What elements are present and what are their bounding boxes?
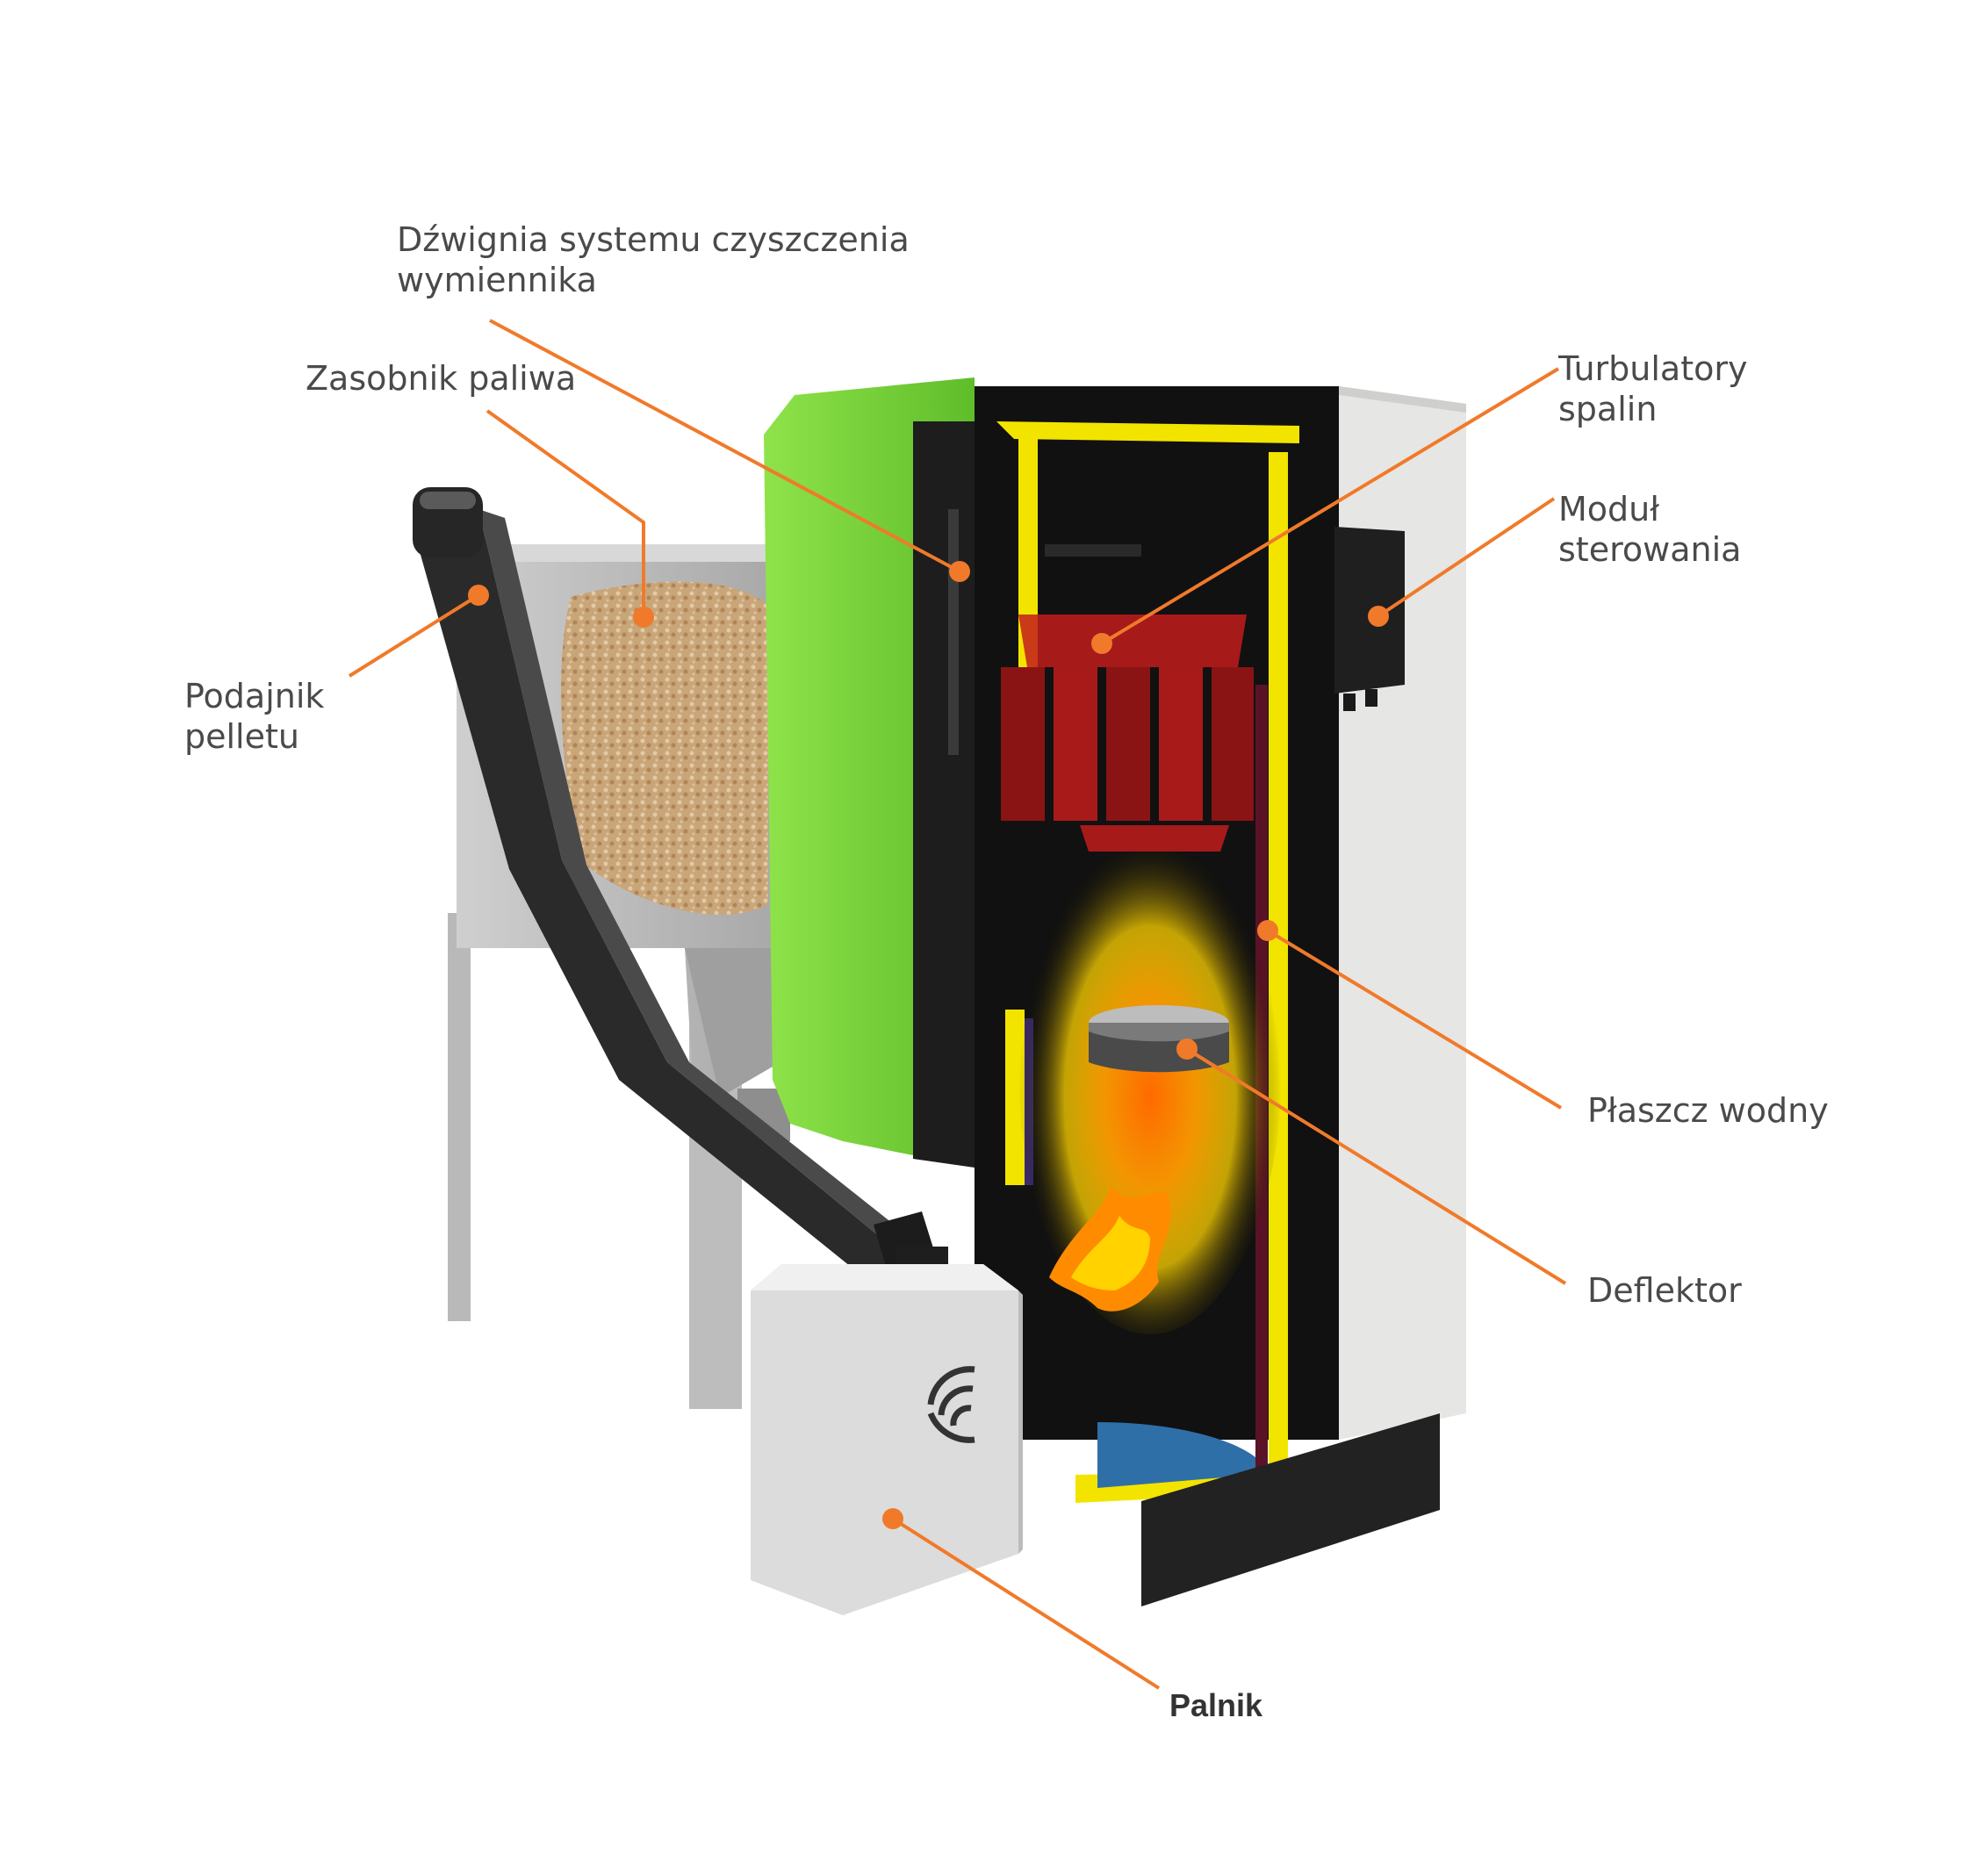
leader-lines [348, 319, 1567, 1690]
flue-turbulators [1001, 544, 1254, 852]
callout-jacket-line1: Płaszcz wodny [1587, 1091, 1829, 1130]
leader-turbulators [1100, 367, 1560, 645]
dot-lever [949, 561, 970, 582]
fan-icon [927, 1366, 975, 1443]
dot-control [1368, 606, 1389, 627]
callout-hopper: Zasobnik paliwa [306, 358, 576, 399]
leader-dots [468, 561, 1389, 1529]
leader-jacket [1266, 929, 1563, 1110]
dot-feeder [468, 585, 489, 606]
dot-burner [882, 1508, 903, 1529]
leader-deflector [1185, 1047, 1567, 1285]
dot-turbulators [1091, 633, 1112, 654]
callout-lever: Dźwignia systemu czyszczenia wymiennika [397, 219, 910, 300]
callout-burner-line1: Palnik [1169, 1687, 1263, 1723]
callout-lever-line2: wymiennika [397, 261, 597, 299]
callout-feeder-line2: pelletu [184, 717, 299, 756]
callout-turbulators-line2: spalin [1558, 390, 1658, 428]
flame-icon [1049, 1185, 1171, 1312]
callout-control-line1: Moduł [1558, 490, 1660, 528]
leader-hopper [486, 409, 645, 617]
callout-lever-line1: Dźwignia systemu czyszczenia [397, 220, 910, 259]
dot-deflector [1176, 1039, 1198, 1060]
callout-feeder: Podajnik pelletu [184, 676, 324, 757]
pellet-mass [561, 581, 768, 915]
callout-deflector-line1: Deflektor [1587, 1271, 1742, 1310]
callout-turbulators: Turbulatory spalin [1558, 349, 1747, 429]
leader-control [1377, 497, 1556, 618]
callout-feeder-line1: Podajnik [184, 677, 325, 715]
dot-jacket [1257, 920, 1278, 941]
dot-hopper [633, 607, 654, 628]
control-module [1334, 527, 1405, 711]
callout-control-line2: sterowania [1558, 530, 1742, 569]
leader-burner [891, 1517, 1161, 1690]
callout-turbulators-line1: Turbulatory [1558, 349, 1748, 388]
callout-deflector: Deflektor [1587, 1270, 1742, 1311]
deflector [1089, 1005, 1229, 1073]
callout-control: Moduł sterowania [1558, 489, 1741, 570]
callout-jacket: Płaszcz wodny [1587, 1090, 1829, 1131]
callout-hopper-line1: Zasobnik paliwa [306, 359, 577, 398]
base-rail [1141, 1413, 1440, 1606]
callout-burner: Palnik [1169, 1686, 1262, 1726]
leader-lever [489, 319, 960, 573]
leader-feeder [348, 593, 480, 678]
burner-unit [751, 1264, 1023, 1615]
boiler-front-door [764, 377, 975, 1168]
